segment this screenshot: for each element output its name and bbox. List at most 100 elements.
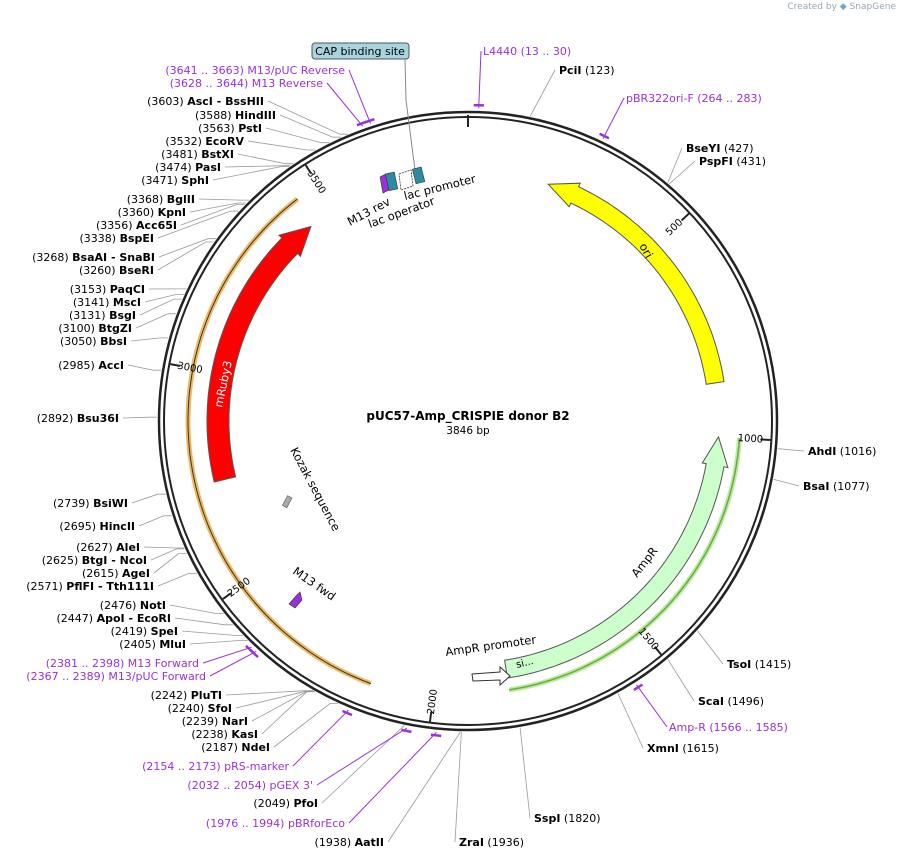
svg-text:(2367 .. 2389) M13/pUC Forwar: (2367 .. 2389) M13/pUC Forward [26,670,206,683]
svg-text:(2405) MluI: (2405) MluI [119,638,186,651]
svg-text:(2381 .. 2398) M13 Forward: (2381 .. 2398) M13 Forward [46,657,199,670]
svg-text:(3532) EcoRV: (3532) EcoRV [165,135,244,148]
enzyme-site-pspfi: PspFI (431) [669,155,766,185]
svg-text:(2985) AccI: (2985) AccI [58,359,124,372]
tick-mark [760,438,771,442]
tick-mark [222,592,232,600]
primer-5: (2381 .. 2398) M13 Forward [46,644,255,670]
ori-label: ori [636,241,656,261]
plasmid-length: 3846 bp [446,425,490,437]
primer-2: L4440 (13 .. 30) [473,45,571,109]
enzyme-site-kpni: (3360) KpnI [118,202,247,219]
svg-text:(3628 .. 3644) M13 Reverse: (3628 .. 3644) M13 Reverse [170,77,323,90]
svg-text:(2239) NarI: (2239) NarI [182,715,248,728]
svg-text:(3360) KpnI: (3360) KpnI [118,206,186,219]
svg-text:Amp-R (1566 .. 1585): Amp-R (1566 .. 1585) [669,721,788,734]
enzyme-site-tsoi: TsoI (1415) [697,630,791,671]
credit-prefix: Created by [787,2,837,12]
primer-4: Amp-R (1566 .. 1585) [633,683,788,734]
svg-text:(2238) KasI: (2238) KasI [191,728,258,741]
cap-binding-site-label: CAP binding site [315,45,405,58]
svg-text:BsaI (1077): BsaI (1077) [803,480,870,493]
svg-text:(1976 .. 1994) pBRforEco: (1976 .. 1994) pBRforEco [206,817,345,830]
enzyme-site-bbsi: (3050) BbsI [60,335,169,348]
enzyme-site-btgzi: (3100) BtgZI [58,313,177,335]
svg-text:(3356) Acc65I: (3356) Acc65I [96,219,177,232]
tick-label: 3500 [305,169,328,196]
enzyme-site-ndei: (2187) NdeI [201,703,338,754]
tick-mark [653,646,662,656]
enzyme-site-hincii: (2695) HincII [59,515,172,533]
svg-text:(2695) HincII: (2695) HincII [59,520,135,533]
lac-region: M13 rev lac promoter lac operator [345,166,477,231]
enzyme-site-bglii: (3368) BglII [127,193,250,206]
svg-text:(1938) AatII: (1938) AatII [315,836,384,849]
svg-text:(3641 .. 3663) M13/pUC Revers: (3641 .. 3663) M13/pUC Reverse [165,64,345,77]
svg-text:AhdI (1016): AhdI (1016) [808,445,876,458]
orf-highlight-core [187,198,371,685]
lac-promoter-label: lac promoter [402,171,477,202]
svg-text:(2892) Bsu36I: (2892) Bsu36I [37,412,119,425]
tick-label: 3000 [176,361,203,377]
svg-text:(2625) BtgI - NcoI: (2625) BtgI - NcoI [42,554,147,567]
enzyme-site-msci: (3141) MscI [73,294,184,309]
svg-text:(2154 .. 2173) pRS-marker: (2154 .. 2173) pRS-marker [142,760,289,773]
enzyme-site-spei: (2419) SpeI [111,625,243,638]
kozak-sequence: Kozak sequence [282,445,343,533]
enzyme-site-pasi: (3474) PasI [155,161,291,174]
enzyme-site-alei: (2627) AleI [76,541,185,554]
enzyme-site-psti: (3563) PstI [198,122,330,144]
svg-text:PspFI (431): PspFI (431) [699,155,766,168]
svg-text:(3471) SphI: (3471) SphI [141,174,209,187]
svg-text:(2476) NotI: (2476) NotI [100,599,166,612]
svg-text:(2615) AgeI: (2615) AgeI [82,567,150,580]
enzyme-site-acc65i: (3356) Acc65I [96,203,245,232]
enzyme-site-sfoi: (2240) SfoI [168,690,314,715]
enzyme-site-apoi: (2447) ApoI - EcoRI [56,612,234,626]
primer-7: (2154 .. 2173) pRS-marker [142,709,353,773]
tick-mark [170,363,181,368]
snapgene-credit: Created by ◆ SnapGene [787,2,896,12]
enzyme-site-hindiii: (3588) HindIII [195,109,341,138]
primer-1: (3628 .. 3644) M13 Reverse [170,77,368,127]
svg-text:(2739) BsiWI: (2739) BsiWI [53,497,128,510]
svg-text:pBR322ori-F (264 .. 283): pBR322ori-F (264 .. 283) [626,92,762,105]
svg-text:(3603) AscI - BssHII: (3603) AscI - BssHII [147,95,264,108]
enzyme-site-mlui: (2405) MluI [119,638,248,651]
svg-text:(2187) NdeI: (2187) NdeI [201,741,270,754]
enzyme-site-bseri: (3260) BseRI [79,241,214,277]
enzyme-site-sphi: (3471) SphI [141,166,290,187]
svg-text:(2240) SfoI: (2240) SfoI [168,702,232,715]
enzyme-site-pflfi: (2571) PflFI - Tth111I [26,573,197,593]
svg-text:(3588) HindIII: (3588) HindIII [195,109,276,122]
svg-text:PciI (123): PciI (123) [559,64,615,77]
svg-text:(2571) PflFI - Tth111I: (2571) PflFI - Tth111I [26,580,154,593]
enzyme-site-ecorv: (3532) EcoRV [165,135,316,151]
svg-text:L4440 (13 .. 30): L4440 (13 .. 30) [483,45,571,58]
enzyme-site-asci: (3603) AscI - BssHII [147,95,348,135]
svg-text:(3260) BseRI: (3260) BseRI [79,264,154,277]
enzyme-site-sspi: SspI (1820) [519,727,601,825]
snapgene-logo-icon: ◆ [839,2,847,12]
svg-text:(3474) PasI: (3474) PasI [155,161,221,174]
tick-mark [428,711,433,722]
svg-text:SspI (1820): SspI (1820) [534,812,601,825]
signal-label: si... [515,656,535,671]
mruby3-feature [206,225,312,483]
ampr-promoter-label: AmpR promoter [444,632,537,659]
ori-feature [547,182,725,385]
feature-layer [185,182,742,693]
enzyme-site-paqci: (3153) PaqCI [70,283,187,296]
enzyme-site-bsu36i: (2892) Bsu36I [37,412,157,425]
primer-layer: (3641 .. 3663) M13/pUC Reverse(3628 .. 3… [26,45,788,830]
enzyme-site-bsaai: (3268) BsaAI - SnaBI [32,238,217,264]
credit-brand: SnapGene [849,2,896,12]
svg-text:BseYI (427): BseYI (427) [686,142,754,155]
enzyme-site-bseyi: BseYI (427) [667,142,754,183]
enzyme-site-ahdi: AhdI (1016) [777,445,876,458]
svg-text:(2032 .. 2054) pGEX 3': (2032 .. 2054) pGEX 3' [187,779,313,792]
enzyme-site-noti: (2476) NotI [100,599,224,614]
svg-text:(3481) BstXI: (3481) BstXI [161,148,234,161]
enzyme-site-btgi: (2625) BtgI - NcoI [42,548,185,567]
enzyme-site-acci: (2985) AccI [58,359,162,372]
